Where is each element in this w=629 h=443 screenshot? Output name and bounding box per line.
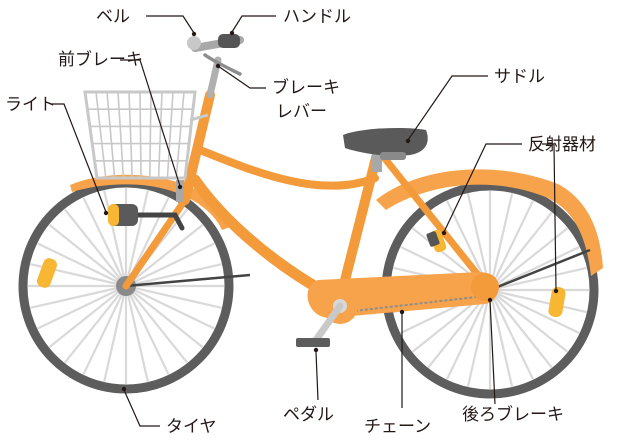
spoke [488,289,514,387]
spoke [103,190,128,287]
rear-fender-stay [489,248,591,292]
label-light: ライト [5,95,56,115]
basket-wire [149,91,152,179]
rear-fender [376,169,603,276]
label-rear-brake: 後ろブレーキ [462,404,564,425]
spoke [489,200,534,291]
front-wheel-reflector [36,258,58,288]
basket-wire [166,91,174,179]
spoke [125,285,188,364]
label-bell: ベル [96,7,130,27]
basket-wire [157,91,163,179]
label-chain: チェーン [364,417,431,437]
spoke [125,242,215,287]
crank-arm [312,302,344,344]
spoke [48,224,127,287]
spoke [489,211,553,291]
basket-wire [128,91,133,179]
spoke [125,285,204,348]
rear-reflector-mount [426,231,440,247]
headlight-lens [108,204,119,226]
label-handle: ハンドル [283,7,351,27]
saddle-rail [380,152,406,160]
label-saddle: サドル [494,67,545,87]
front-fender-stay [125,273,251,288]
spoke [125,284,222,309]
label-front-brake: 前ブレーキ [58,49,143,70]
spoke [30,284,127,309]
spoke [488,193,514,291]
handlebar-grip [218,34,240,48]
label-pedal: ペダル [283,405,334,425]
basket-wire [106,91,116,179]
basket-wire [95,91,107,179]
spoke [489,227,569,291]
label-brake-lever-line2: レバー [276,102,327,122]
spoke [125,263,222,288]
rear-brake-hub [471,273,499,301]
basket-wire [175,91,185,179]
basket-wire [139,91,142,179]
spoke [64,208,127,287]
leader-lines [52,15,559,427]
spoke [48,285,127,348]
spoke [82,197,127,287]
spoke [82,285,127,375]
spoke [37,285,127,330]
rear-wheel-reflector [548,286,566,318]
chain [344,295,486,313]
spoke [103,285,128,382]
spoke [489,289,553,369]
spoke [125,285,170,375]
saddle-body [343,127,428,156]
spoke [124,285,149,382]
spoke [489,289,534,380]
spoke [466,289,492,387]
labels: ベル ハンドル 前ブレーキ ブレーキ レバー ライト サドル 反射器材 タイヤ … [5,7,596,437]
spoke [489,289,569,353]
spoke [489,266,587,292]
front-basket [83,90,197,180]
pedal-body [296,338,330,347]
label-brake-lever-line1: ブレーキ [272,77,340,98]
spoke [446,289,491,380]
basket-wire [117,91,125,179]
spoke [125,224,204,287]
label-tire: タイヤ [166,417,217,437]
label-reflector: 反射器材 [528,135,596,155]
spoke [125,285,215,330]
front-brake-caliper [176,180,184,202]
spoke [64,285,127,364]
basket-stay [189,113,209,122]
seat-post [372,140,382,172]
brake-lever [203,53,242,76]
spoke [489,289,580,334]
bell-icon [187,36,201,50]
spoke [124,190,149,287]
light-bracket [117,212,185,231]
spoke [489,288,587,314]
spoke [37,242,127,287]
